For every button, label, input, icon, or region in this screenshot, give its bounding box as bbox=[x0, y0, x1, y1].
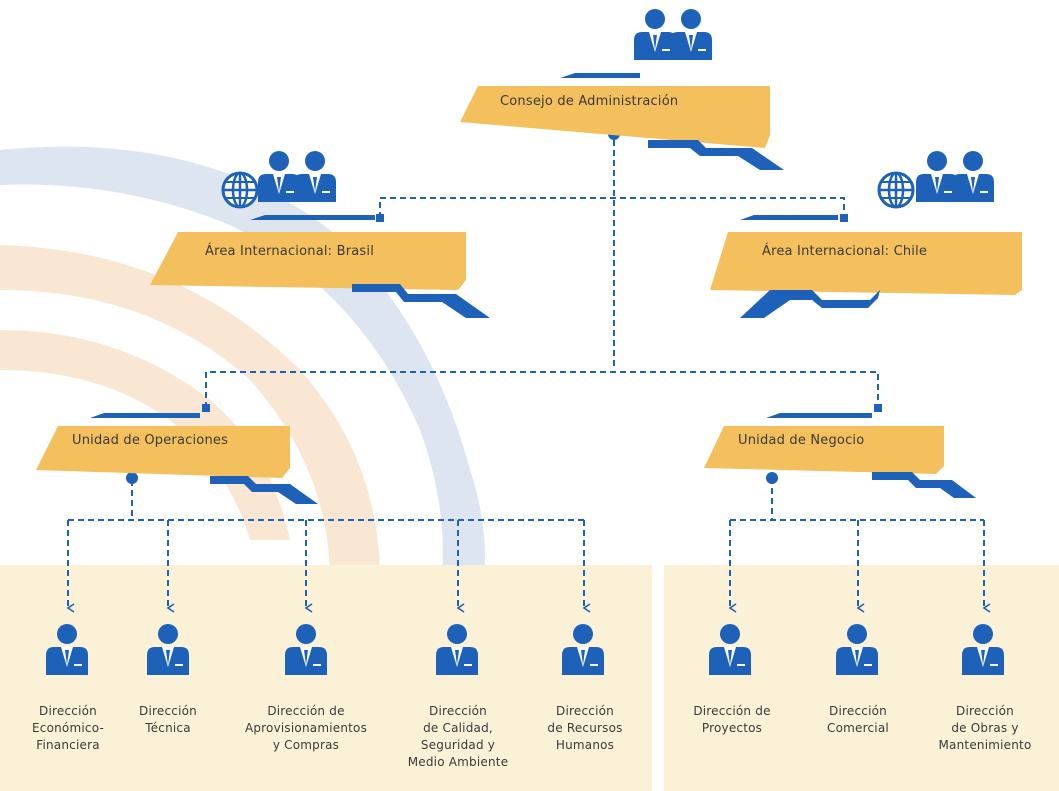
chile-globe-icon bbox=[877, 171, 915, 209]
dir-tecnica-label: Dirección Técnica bbox=[139, 704, 197, 735]
operaciones-connector-square bbox=[202, 404, 210, 412]
negocio-box bbox=[704, 413, 976, 498]
dir-aprovisionamientos-label: Dirección de Aprovisionamientos y Compra… bbox=[244, 704, 368, 752]
brasil-connector-square bbox=[376, 214, 384, 222]
connector-lines bbox=[66, 140, 991, 613]
dir-economico-label: Dirección Económico- Financiera bbox=[32, 704, 104, 752]
negocio-panel bbox=[664, 565, 1059, 791]
dir-comercial-label: Dirección Comercial bbox=[827, 704, 889, 735]
brasil-people-icon bbox=[258, 151, 336, 202]
operaciones-panel bbox=[0, 565, 652, 791]
operaciones-connector-dot bbox=[126, 472, 138, 484]
dir-obras-label: Dirección de Obras y Mantenimiento bbox=[938, 704, 1032, 752]
dir-calidad-label: Dirección de Calidad, Seguridad y Medio … bbox=[407, 704, 509, 769]
brasil-box bbox=[150, 215, 490, 318]
operaciones-box bbox=[36, 413, 318, 504]
negocio-connector-dot bbox=[766, 472, 778, 484]
chile-title: Área Internacional: Chile bbox=[762, 244, 928, 259]
chile-box bbox=[710, 215, 1022, 318]
dir-rrhh-label: Dirección de Recursos Humanos bbox=[547, 704, 623, 752]
negocio-title: Unidad de Negocio bbox=[738, 433, 865, 448]
operaciones-title: Unidad de Operaciones bbox=[72, 433, 229, 448]
chile-connector-square bbox=[840, 214, 848, 222]
consejo-icon bbox=[634, 9, 712, 60]
brasil-globe-icon bbox=[221, 171, 259, 209]
brasil-title: Área Internacional: Brasil bbox=[205, 244, 375, 259]
consejo-title: Consejo de Administración bbox=[500, 94, 679, 109]
dir-proyectos-label: Dirección de Proyectos bbox=[693, 704, 771, 735]
consejo-box bbox=[460, 73, 784, 170]
chile-people-icon bbox=[916, 151, 994, 202]
negocio-connector-square bbox=[874, 404, 882, 412]
